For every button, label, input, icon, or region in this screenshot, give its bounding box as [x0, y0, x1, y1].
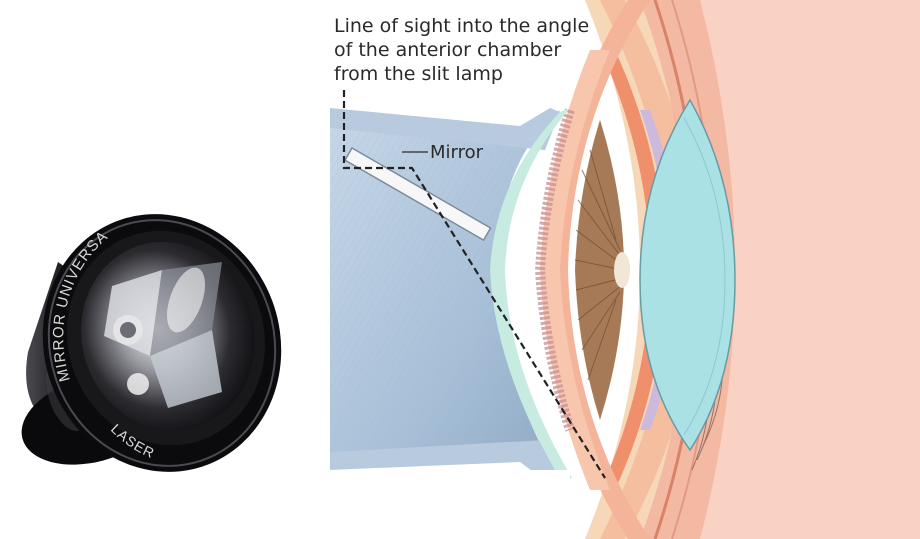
pupil-margin [614, 252, 630, 288]
annotation-line-2: of the anterior chamber [334, 39, 561, 61]
annotation-line-3: from the slit lamp [334, 63, 503, 85]
annotation-line-1: Line of sight into the angle [334, 15, 589, 37]
mirror-label: Mirror [430, 142, 484, 163]
eye-diagram: Line of sight into the angle of the ante… [320, 0, 920, 539]
